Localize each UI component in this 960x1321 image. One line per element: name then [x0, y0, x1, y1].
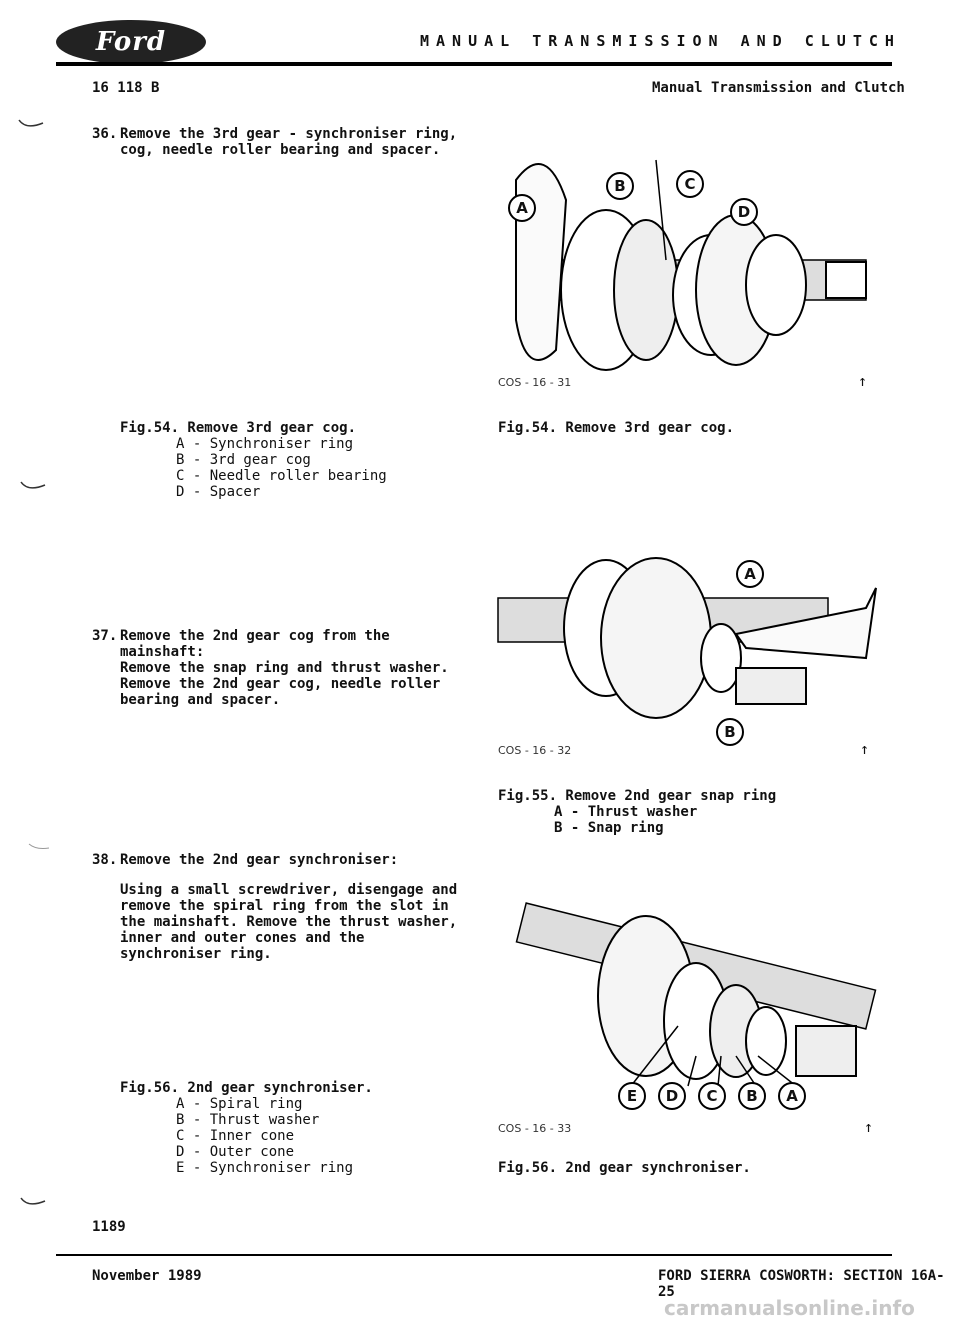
step-38-detail: Using a small screwdriver, disengage and… — [120, 882, 458, 962]
callout-a: A — [508, 194, 536, 222]
up-arrow-icon: ↑ — [858, 372, 868, 390]
callout-c: C — [676, 170, 704, 198]
section-name: Manual Transmission and Clutch — [652, 80, 905, 96]
step-number: 37. — [92, 628, 118, 644]
page-number: 1189 — [92, 1219, 126, 1235]
ford-logo-text: Ford — [95, 27, 167, 57]
caption-title: Fig.54. Remove 3rd gear cog. — [120, 420, 357, 436]
watermark: carmanualsonline.info — [664, 1296, 915, 1320]
caption-title: Fig.56. 2nd gear synchroniser. — [120, 1080, 373, 1096]
step-38: 38.Remove the 2nd gear synchroniser: — [92, 852, 480, 868]
callout-c: C — [698, 1082, 726, 1110]
margin-check-icon — [28, 843, 50, 849]
step-text: Remove the 2nd gear synchroniser: — [120, 852, 399, 868]
callout-b: B — [606, 172, 634, 200]
document-code: 16 118 B — [92, 80, 160, 96]
caption-item: A - Spiral ring — [176, 1096, 303, 1112]
step-number: 38. — [92, 852, 118, 868]
caption-item: C - Needle roller bearing — [176, 468, 387, 484]
step-37: 37.Remove the 2nd gear cog from the main… — [92, 628, 480, 660]
caption-item: D - Spacer — [176, 484, 261, 500]
caption-item: C - Inner cone — [176, 1128, 295, 1144]
page-header-title: MANUAL TRANSMISSION AND CLUTCH — [420, 32, 901, 50]
caption-item: E - Synchroniser ring — [176, 1160, 354, 1176]
caption-title: Fig.55. Remove 2nd gear snap ring — [498, 788, 777, 804]
gear-illustration — [515, 159, 867, 371]
header-rule — [56, 62, 892, 66]
step-text: Remove the 3rd gear - synchroniser ring,… — [120, 126, 458, 158]
caption-item: B - Thrust washer — [176, 1112, 320, 1128]
figure-56-caption-left: Fig.56. 2nd gear synchroniser. A - Spira… — [120, 1080, 373, 1176]
figure-55-photo: A B — [496, 548, 880, 758]
caption-item: D - Outer cone — [176, 1144, 295, 1160]
caption-item: B - Snap ring — [554, 820, 664, 836]
caption-item: B - 3rd gear cog — [176, 452, 311, 468]
step-text: Remove the 2nd gear cog from the mainsha… — [120, 628, 390, 660]
step-36: 36.Remove the 3rd gear - synchroniser ri… — [92, 126, 480, 158]
margin-check-icon — [20, 1197, 46, 1205]
footer-date: November 1989 — [92, 1268, 202, 1284]
callout-d: D — [658, 1082, 686, 1110]
gear-illustration — [497, 557, 877, 719]
gear-illustration — [515, 902, 877, 1087]
ford-logo: Ford — [56, 20, 206, 64]
figure-54-caption-right: Fig.54. Remove 3rd gear cog. — [498, 420, 735, 436]
step-37-detail: Remove the snap ring and thrust washer. … — [120, 660, 449, 708]
figure-56-photo: E D C B A COS - 16 - 33 ↑ — [496, 902, 880, 1138]
callout-b: B — [738, 1082, 766, 1110]
photo-code: COS - 16 - 33 — [498, 1122, 572, 1135]
caption-item: A - Synchroniser ring — [176, 436, 354, 452]
figure-54-photo: A B C D COS - 16 - 31 ↑ — [496, 140, 880, 396]
up-arrow-icon: ↑ — [860, 740, 870, 758]
callout-e: E — [618, 1082, 646, 1110]
figure-56-caption-right: Fig.56. 2nd gear synchroniser. — [498, 1160, 751, 1176]
figure-54-caption-left: Fig.54. Remove 3rd gear cog. A - Synchro… — [120, 420, 387, 500]
caption-item: A - Thrust washer — [554, 804, 698, 820]
up-arrow-icon: ↑ — [864, 1118, 874, 1136]
photo-code: COS - 16 - 31 — [498, 376, 572, 389]
photo-code: COS - 16 - 32 — [498, 744, 572, 757]
step-number: 36. — [92, 126, 118, 142]
callout-b: B — [716, 718, 744, 746]
callout-a: A — [778, 1082, 806, 1110]
figure-55-caption: Fig.55. Remove 2nd gear snap ring A - Th… — [498, 788, 776, 836]
callout-d: D — [730, 198, 758, 226]
callout-a: A — [736, 560, 764, 588]
footer-section-title: FORD SIERRA COSWORTH: SECTION 16A-25 — [658, 1268, 945, 1300]
margin-check-icon — [18, 119, 44, 127]
footer-rule — [56, 1254, 892, 1256]
margin-check-icon — [20, 481, 46, 489]
